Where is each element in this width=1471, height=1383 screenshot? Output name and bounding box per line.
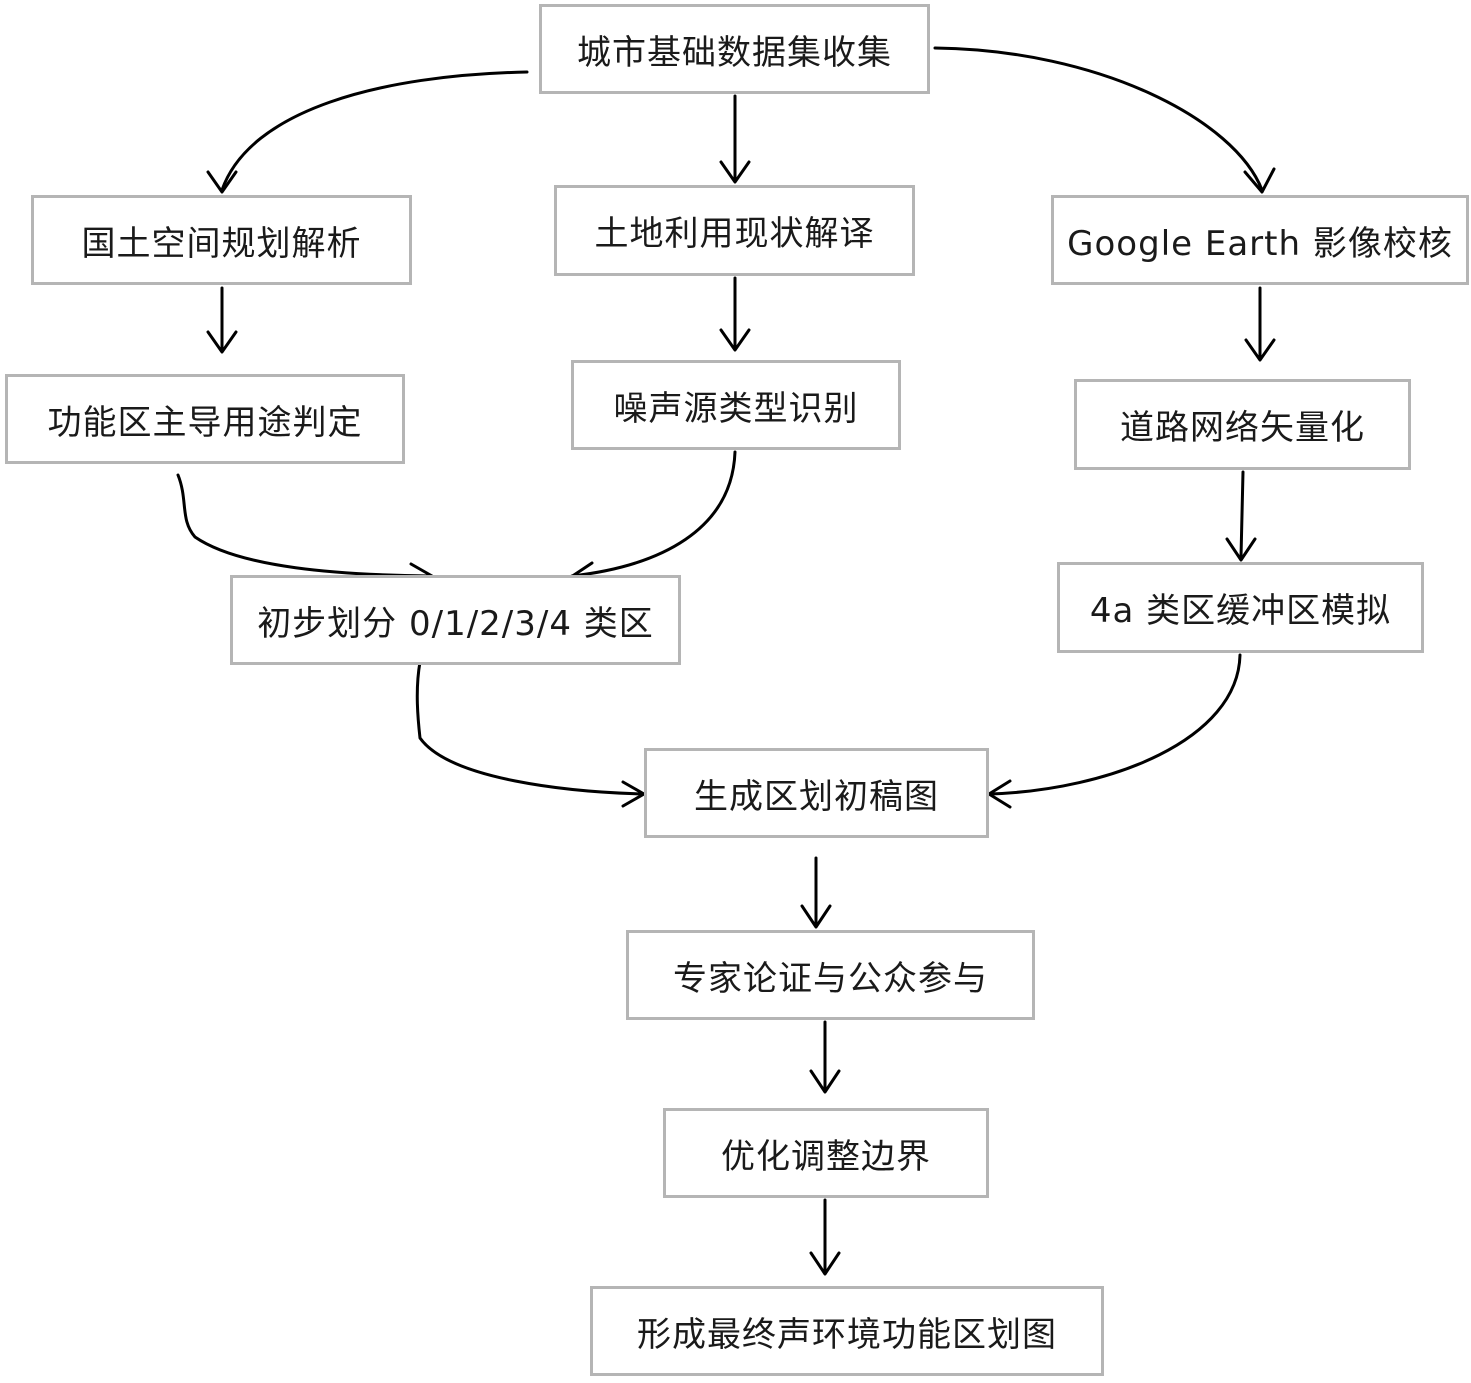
edge-road-vector-to-buffer-4a [1239,470,1245,559]
edge-initial-division-to-draft-map [415,660,645,796]
node-landuse: 土地利用现状解译 [554,185,915,276]
edge-buffer-4a-to-draft-map [988,653,1242,796]
arrowhead-noise-source [719,328,751,352]
node-draft-map: 生成区划初稿图 [644,748,989,838]
node-plan-analysis: 国土空间规划解析 [31,195,412,285]
arrowhead-landuse [719,160,751,184]
arrowhead-road-vector [1244,338,1276,362]
node-buffer-4a: 4a 类区缓冲区模拟 [1057,562,1424,653]
node-dominant-use: 功能区主导用途判定 [5,374,405,464]
arrowhead-optimize [809,1069,841,1094]
arrowhead-dominant-use [206,330,238,354]
edge-collect-to-plan-analysis [220,70,529,192]
node-expert-public: 专家论证与公众参与 [626,930,1035,1020]
node-collect: 城市基础数据集收集 [539,4,930,94]
node-road-vector: 道路网络矢量化 [1074,379,1411,470]
edge-collect-to-google-earth [933,46,1264,192]
arrowhead-final-map [809,1251,841,1276]
edge-noise-source-to-initial-division [570,450,737,578]
arrowhead-buffer-4a [1225,537,1257,562]
edge-dominant-use-to-initial-division [176,473,432,578]
node-optimize: 优化调整边界 [663,1108,989,1198]
arrowhead-expert-public [800,904,832,929]
arrowhead-plan-analysis [206,170,238,194]
arrowhead-draft-map-right [987,779,1012,809]
node-noise-source: 噪声源类型识别 [571,360,901,450]
node-google-earth: Google Earth 影像校核 [1051,195,1469,285]
node-final-map: 形成最终声环境功能区划图 [590,1286,1104,1376]
node-initial-division: 初步划分 0/1/2/3/4 类区 [230,575,681,665]
arrowhead-google-earth [1243,167,1276,194]
